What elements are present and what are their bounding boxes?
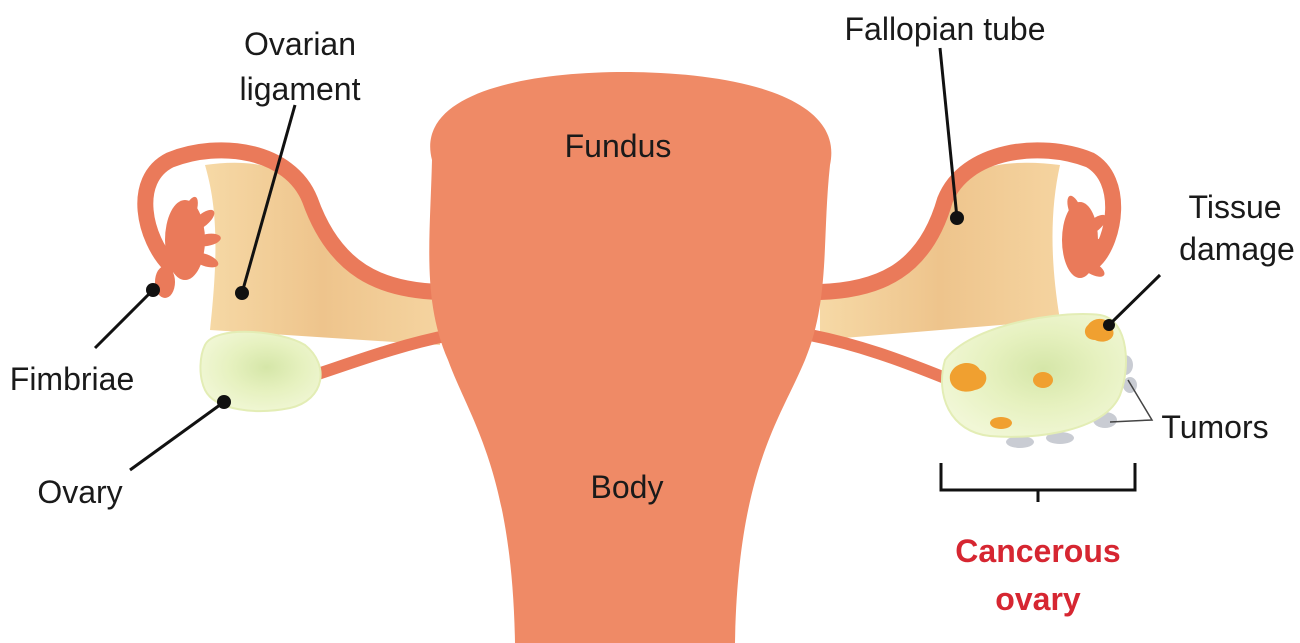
- label-body: Body: [591, 469, 664, 505]
- leader-lines: [93, 47, 1162, 472]
- label-ovary: Ovary: [37, 474, 122, 510]
- tissue-damage-spots: [949, 318, 1114, 429]
- label-ovarian-ligament-2: ligament: [240, 71, 361, 107]
- right-fimbriae: [1062, 195, 1112, 278]
- label-tissue-damage-2: damage: [1179, 231, 1295, 267]
- label-tissue-damage-1: Tissue: [1188, 189, 1281, 225]
- label-fundus: Fundus: [565, 128, 672, 164]
- label-tumors: Tumors: [1161, 409, 1268, 445]
- left-ovarian-ligament: [313, 329, 452, 381]
- right-ovarian-ligament: [808, 329, 948, 384]
- left-broad-ligament: [205, 162, 440, 345]
- right-fallopian-tube: [812, 142, 1122, 300]
- label-cancerous-ovary-1: Cancerous: [955, 533, 1120, 569]
- left-ovary: [199, 330, 322, 412]
- label-fimbriae: Fimbriae: [10, 361, 134, 397]
- cancerous-ovary-bracket: [939, 463, 1137, 502]
- right-ovary: [941, 313, 1127, 438]
- label-ovarian-ligament-1: Ovarian: [244, 26, 356, 62]
- label-cancerous-ovary-2: ovary: [995, 581, 1081, 617]
- right-broad-ligament: [820, 162, 1060, 340]
- left-fallopian-tube: [137, 142, 448, 300]
- uterus: [429, 72, 832, 643]
- label-fallopian-tube: Fallopian tube: [844, 11, 1045, 47]
